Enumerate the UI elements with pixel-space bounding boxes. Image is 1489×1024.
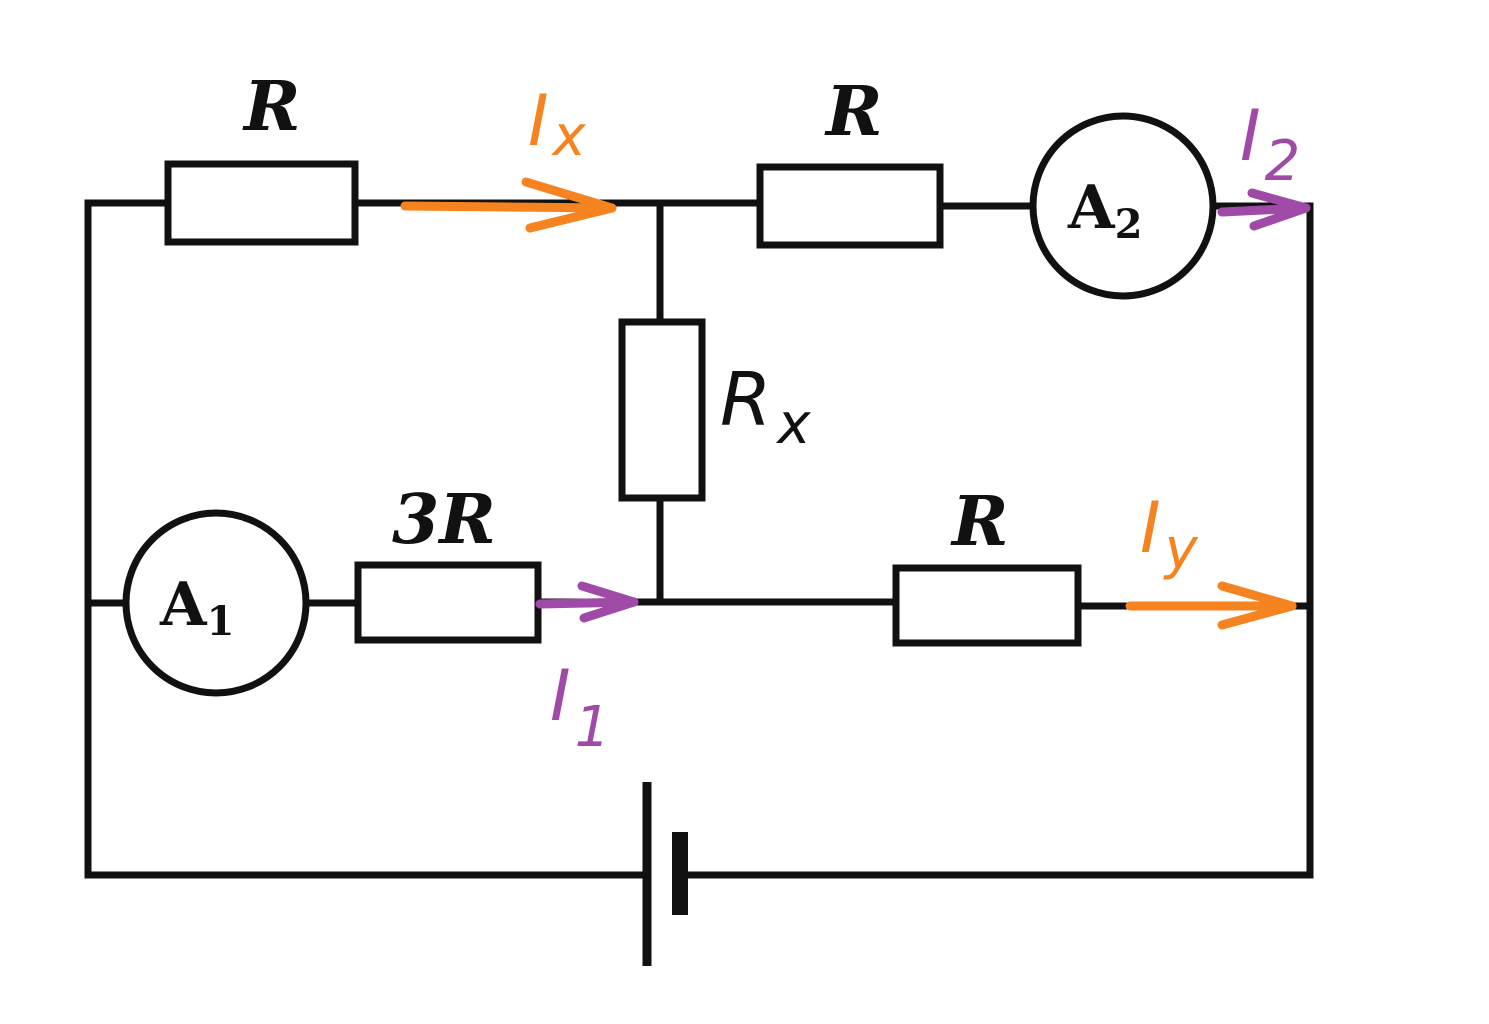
label-i-x: Ix [528,80,587,169]
arrow-i-x [400,177,617,233]
resistor-bottom-left [354,561,542,644]
label-i-1: I1 [550,655,610,760]
resistor-bottom-right [892,564,1082,647]
ammeter-1 [122,509,310,697]
current-labels: Ix I2 Iy I1 [528,80,1300,760]
label-i-2-sub: 2 [1265,129,1301,194]
arrow-i-y [1125,581,1297,630]
ammeters [122,112,1217,697]
label-i-y: Iy [1140,487,1199,582]
label-i-x-main: I [528,80,549,162]
label-i-2-main: I [1240,95,1261,177]
label-ammeter-1-main: A [159,570,208,640]
resistor-top-right [756,163,944,249]
label-ammeter-2-main: A [1067,173,1116,243]
battery [642,782,688,966]
label-ammeter-1-sub: 1 [207,598,235,645]
wire-top-left [84,199,172,879]
label-ammeter-1: A1 [159,570,234,645]
resistor-top-left [164,160,359,246]
label-i-y-sub: y [1163,517,1199,582]
label-3r: 3R [392,480,496,560]
label-r-top-left: R [242,67,301,147]
label-rx-main: R [720,357,771,443]
label-i-y-main: I [1140,487,1161,569]
label-i-1-sub: 1 [575,695,611,760]
arrow-i-2 [1217,188,1311,231]
resistor-rx [618,318,706,502]
label-i-2: I2 [1240,95,1300,194]
arrow-i-1 [535,581,639,623]
label-ammeter-2-sub: 2 [1115,201,1143,248]
label-i-1-main: I [550,655,571,737]
label-r-bottom-right: R [950,482,1009,562]
label-r-top-right: R [824,72,883,152]
label-ammeter-2: A2 [1067,173,1142,248]
ammeter-2 [1029,112,1217,300]
label-i-x-sub: x [551,104,587,169]
current-arrows [400,177,1311,630]
resistors [164,160,1082,647]
label-rx-sub: x [775,392,811,457]
wire-top-right [1211,202,1314,879]
